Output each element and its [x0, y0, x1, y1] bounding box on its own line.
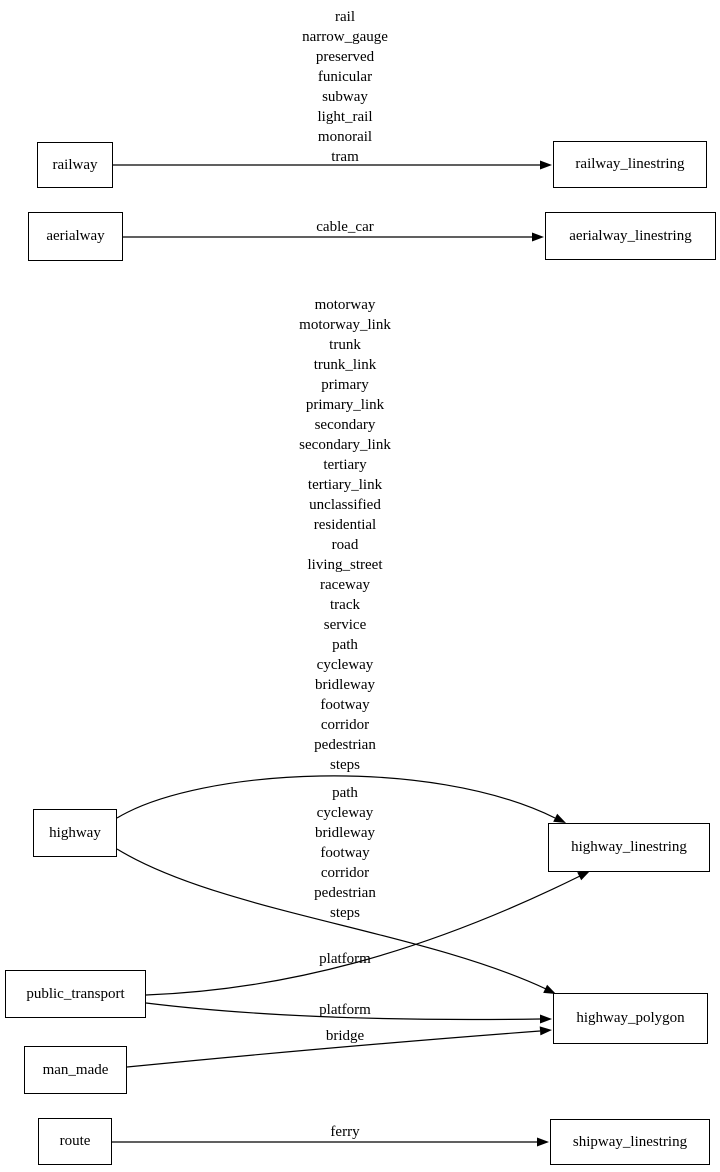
- edge-label-line: primary: [321, 377, 369, 393]
- edge-labels-public_transport-to-highway_polygon: platform: [245, 1000, 445, 1020]
- edge-labels-route-to-shipway_linestring: ferry: [245, 1122, 445, 1142]
- node-label: public_transport: [26, 985, 125, 1002]
- edge-label-line: steps: [330, 905, 360, 921]
- edge-label-line: ferry: [330, 1124, 360, 1140]
- node-highway_polygon: highway_polygon: [553, 993, 708, 1044]
- edge-line-man_made-to-highway_polygon: [126, 1030, 541, 1068]
- edge-label-line: subway: [322, 89, 368, 105]
- edge-label-line: preserved: [315, 49, 375, 65]
- arrowhead-highway-to-highway_linestring: [553, 813, 566, 823]
- edge-label-line: road: [331, 537, 359, 553]
- node-label: highway: [49, 824, 101, 841]
- edge-label-line: tertiary: [323, 457, 367, 473]
- edge-label-line: footway: [320, 697, 370, 713]
- edge-label-line: motorway_link: [299, 317, 391, 333]
- node-label: route: [59, 1133, 91, 1149]
- edge-label-line: pedestrian: [314, 885, 376, 901]
- edge-label-line: raceway: [320, 577, 370, 593]
- node-label: railway: [52, 156, 98, 173]
- edge-labels-man_made-to-highway_polygon: bridge: [245, 1026, 445, 1046]
- edge-label-line: corridor: [320, 717, 370, 733]
- edge-label-line: secondary_link: [299, 437, 391, 453]
- arrowhead-route-to-shipway_linestring: [537, 1137, 549, 1147]
- arrowhead-railway-to-railway_linestring: [540, 160, 552, 170]
- node-aerialway_linestring: aerialway_linestring: [545, 212, 716, 260]
- edge-line-public_transport-to-highway_linestring: [145, 875, 581, 996]
- node-shipway_linestring: shipway_linestring: [550, 1119, 710, 1165]
- edge-label-line: cycleway: [316, 657, 374, 673]
- edge-line-highway-to-highway_linestring: [116, 775, 556, 819]
- edge-label-line: narrow_gauge: [302, 29, 388, 45]
- edge-label-line: trunk_link: [313, 357, 377, 373]
- edge-label-line: bridge: [325, 1028, 365, 1044]
- edge-label-line: trunk: [329, 337, 361, 353]
- node-label: man_made: [42, 1061, 109, 1078]
- edge-label-line: platform: [319, 951, 371, 967]
- edge-label-line: cable_car: [316, 219, 374, 235]
- node-aerialway: aerialway: [28, 212, 123, 261]
- edge-label-line: tertiary_link: [307, 477, 383, 493]
- edge-label-line: funicular: [317, 69, 373, 85]
- edge-label-line: steps: [330, 757, 360, 773]
- edge-label-line: secondary: [314, 417, 376, 433]
- edge-labels-public_transport-to-highway_linestring: platform: [245, 949, 445, 969]
- edge-line-highway-to-highway_polygon: [116, 848, 547, 990]
- arrowhead-highway-to-highway_polygon: [543, 984, 556, 994]
- node-public_transport: public_transport: [5, 970, 146, 1018]
- edge-label-line: path: [332, 785, 358, 801]
- edge-label-line: bridleway: [315, 677, 375, 693]
- edge-label-line: corridor: [320, 865, 370, 881]
- edge-label-line: cycleway: [316, 805, 374, 821]
- node-railway: railway: [37, 142, 113, 188]
- node-label: aerialway: [46, 228, 105, 244]
- arrowhead-man_made-to-highway_polygon: [539, 1026, 552, 1036]
- edge-label-line: bridleway: [315, 825, 375, 841]
- edge-labels-highway-to-highway_polygon: path cycleway bridleway footway corridor pede…: [245, 783, 445, 923]
- edge-label-line: rail: [335, 9, 355, 25]
- edge-label-line: path: [332, 637, 358, 653]
- edge-label-line: living_street: [307, 557, 383, 573]
- arrowhead-aerialway-to-aerialway_linestring: [532, 232, 544, 242]
- edge-label-line: primary_link: [305, 397, 385, 413]
- node-label: highway_polygon: [576, 1010, 685, 1026]
- node-highway_linestring: highway_linestring: [548, 823, 710, 872]
- edge-label-line: platform: [319, 1002, 371, 1018]
- edge-label-line: light_rail: [317, 109, 373, 125]
- edge-label-line: monorail: [317, 129, 373, 145]
- edge-label-line: track: [330, 597, 360, 613]
- arrowhead-public_transport-to-highway_linestring: [577, 871, 590, 881]
- arrowhead-public_transport-to-highway_polygon: [540, 1014, 552, 1024]
- edge-labels-aerialway-to-aerialway_linestring: cable_car: [245, 217, 445, 237]
- node-label: shipway_linestring: [572, 1133, 688, 1150]
- node-label: railway_linestring: [575, 156, 685, 172]
- edge-label-line: residential: [313, 517, 377, 533]
- edge-label-line: pedestrian: [314, 737, 376, 753]
- edge-label-line: service: [323, 617, 367, 633]
- node-highway: highway: [33, 809, 117, 857]
- edge-label-line: unclassified: [309, 497, 381, 513]
- edge-labels-railway-to-railway_linestring: rail narrow_gauge preserved funicular subway…: [245, 7, 445, 167]
- node-railway_linestring: railway_linestring: [553, 141, 707, 188]
- edge-label-line: tram: [331, 149, 359, 165]
- edge-line-public_transport-to-highway_polygon: [145, 1002, 541, 1021]
- edge-label-line: footway: [320, 845, 370, 861]
- edge-label-line: motorway: [314, 297, 376, 313]
- node-route: route: [38, 1118, 112, 1165]
- node-man_made: man_made: [24, 1046, 127, 1094]
- node-label: highway_linestring: [571, 839, 687, 855]
- node-label: aerialway_linestring: [569, 227, 692, 244]
